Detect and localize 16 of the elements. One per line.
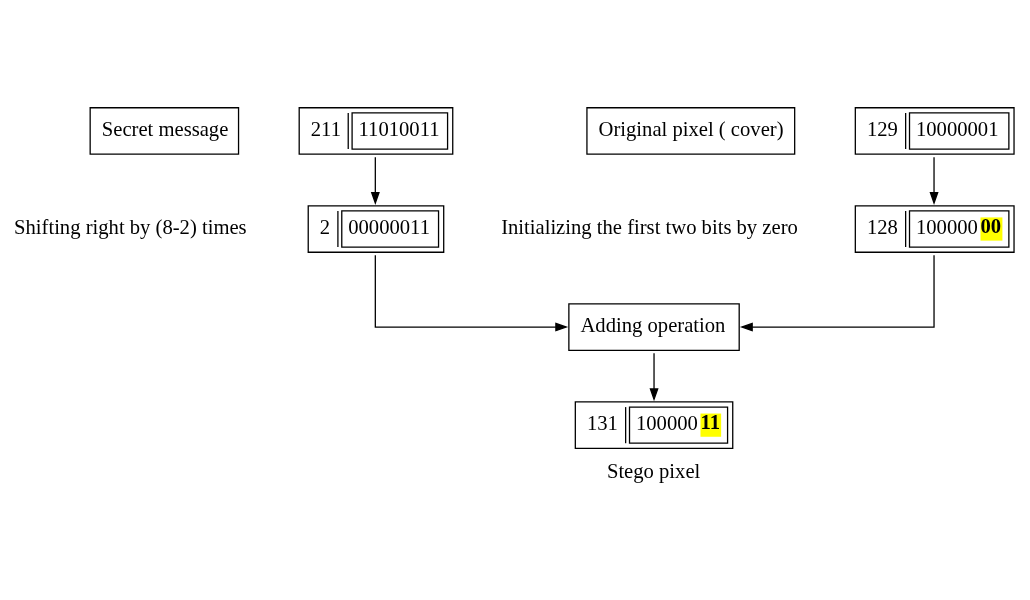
arrow	[370, 156, 380, 205]
node-box: Original pixel ( cover)	[586, 107, 796, 155]
node-box: 211 11010011	[298, 107, 454, 155]
node-box: Adding operation	[568, 303, 740, 351]
arrow	[374, 254, 569, 332]
node-box: 128 10000000	[854, 205, 1015, 253]
node-box: 2 00000011	[307, 205, 445, 253]
node-box: 131 10000011	[574, 401, 734, 450]
arrow	[739, 254, 935, 332]
node-label: Stego pixel	[606, 459, 701, 482]
arrow	[649, 352, 659, 402]
node-box: Secret message	[89, 107, 240, 155]
label: Initializing the first two bits by zero	[501, 215, 798, 238]
node-box: 129 10000001	[854, 107, 1015, 155]
label: Shifting right by (8-2) times	[14, 215, 247, 238]
arrow	[929, 156, 939, 205]
